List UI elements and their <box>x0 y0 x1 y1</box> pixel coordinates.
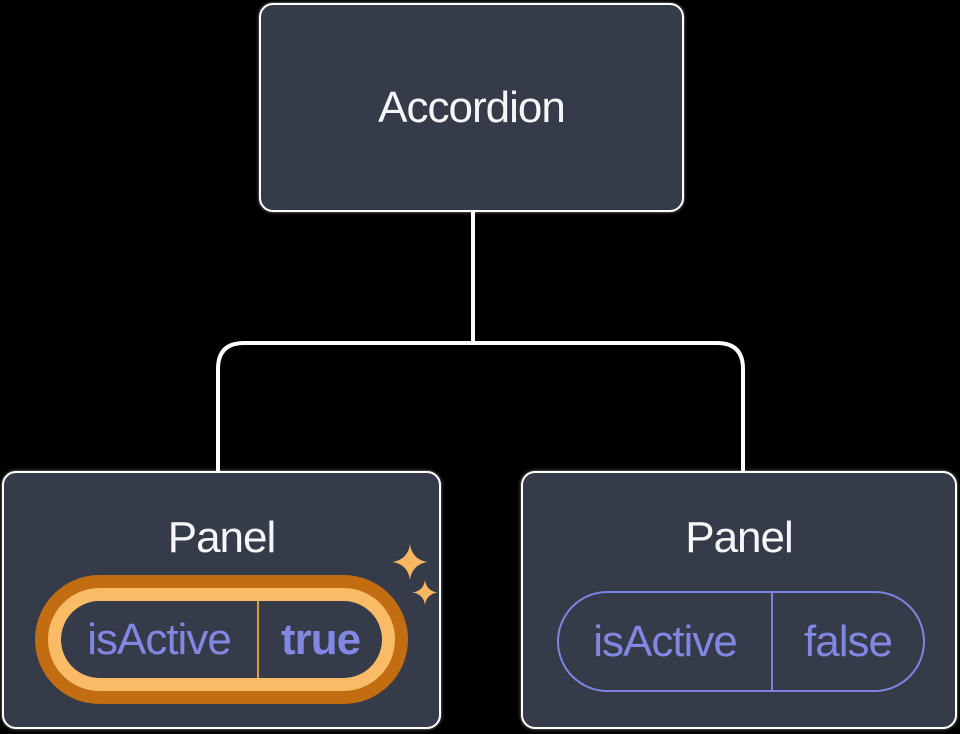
panel-node-label: Panel <box>685 513 794 562</box>
state-pill-inactive: isActive false <box>557 591 925 692</box>
accordion-node: Accordion <box>259 3 684 212</box>
state-key: isActive <box>593 616 738 666</box>
state-value: true <box>280 614 361 664</box>
panel-node-active: Panel isActive true <box>2 471 441 729</box>
state-key: isActive <box>87 614 232 664</box>
state-value: false <box>804 616 893 666</box>
pill-divider <box>257 601 259 678</box>
accordion-node-label: Accordion <box>378 82 566 132</box>
state-pill-active: isActive true <box>48 588 395 691</box>
connector-branch <box>216 341 745 471</box>
sparkle-icon-large <box>392 544 428 580</box>
panel-node-inactive: Panel isActive false <box>521 471 957 729</box>
sparkle-icon-small <box>412 580 438 605</box>
panel-node-label: Panel <box>167 513 277 562</box>
pill-divider <box>771 593 773 690</box>
